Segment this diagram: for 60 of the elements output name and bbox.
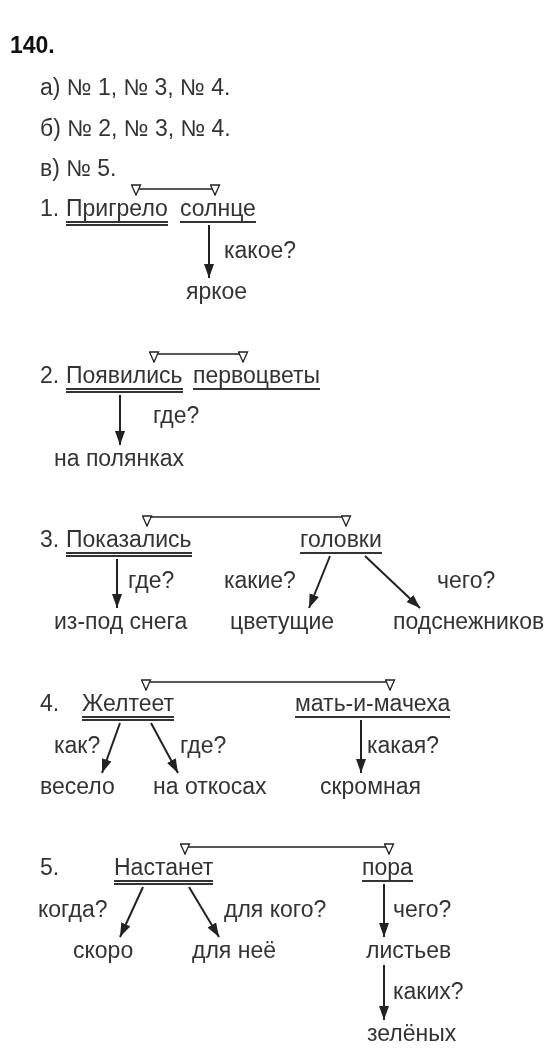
answer-text: а) № 1, № 3, № 4. (40, 74, 231, 100)
edge-label: какие? (224, 567, 296, 593)
sentence-number: 1. (40, 195, 60, 221)
arrow (188, 886, 220, 938)
double-underlined-word: Настанет (114, 854, 214, 885)
word: листьев (366, 937, 452, 963)
arrow (379, 964, 389, 1021)
edge-label: когда? (38, 896, 108, 922)
double-underlined-word: Пригрело (66, 195, 168, 226)
edge-label: где? (180, 732, 227, 758)
arrow (379, 883, 389, 938)
answer-text: в) № 5. (40, 155, 117, 181)
arrow (356, 719, 366, 774)
word: зелёных (367, 1020, 457, 1046)
arrow (115, 394, 125, 446)
edge-label: где? (153, 402, 200, 428)
double-underlined-word: Желтеет (82, 690, 175, 721)
edge-label: какое? (224, 237, 297, 263)
word: яркое (186, 278, 248, 304)
sentence-number: 3. (40, 526, 60, 552)
edge-label: каких? (393, 978, 464, 1004)
bracket-arrow (148, 351, 249, 363)
underlined-word: мать-и-мачеха (295, 690, 451, 718)
sentence-number: 5. (40, 854, 60, 880)
word: скромная (320, 773, 421, 799)
answer-text: б) № 2, № 3, № 4. (40, 115, 231, 141)
word: для неё (192, 937, 276, 963)
bracket-arrow (130, 184, 221, 196)
sentence-number: 2. (40, 362, 60, 388)
underlined-word: пора (362, 854, 413, 882)
word: цветущие (230, 608, 335, 634)
edge-label: чего? (393, 896, 452, 922)
word: весело (40, 773, 115, 799)
word: на откосах (153, 773, 267, 799)
bracket-arrow (141, 515, 352, 527)
underlined-word: первоцветы (193, 362, 321, 390)
sentence-number: 4. (40, 690, 60, 716)
word: подснежников (393, 608, 545, 634)
edge-label: какая? (367, 732, 439, 758)
double-underlined-word: Показались (66, 526, 192, 557)
bracket-arrow (140, 679, 396, 691)
arrow (119, 886, 144, 938)
word: скоро (73, 937, 134, 963)
double-underlined-word: Появились (66, 362, 183, 393)
edge-label: для кого? (224, 896, 327, 922)
edge-label: как? (54, 732, 101, 758)
arrow (101, 722, 121, 774)
arrow (112, 558, 122, 609)
underlined-word: солнце (180, 195, 256, 223)
underlined-word: головки (300, 526, 382, 554)
arrow (204, 224, 214, 279)
arrow (364, 555, 421, 609)
edge-label: чего? (437, 567, 496, 593)
bracket-arrow (179, 843, 395, 855)
word: из-под снега (54, 608, 188, 634)
title: 140. (10, 32, 55, 58)
word: на полянках (54, 445, 185, 471)
arrow (150, 722, 179, 774)
arrow (308, 555, 331, 609)
edge-label: где? (128, 567, 175, 593)
